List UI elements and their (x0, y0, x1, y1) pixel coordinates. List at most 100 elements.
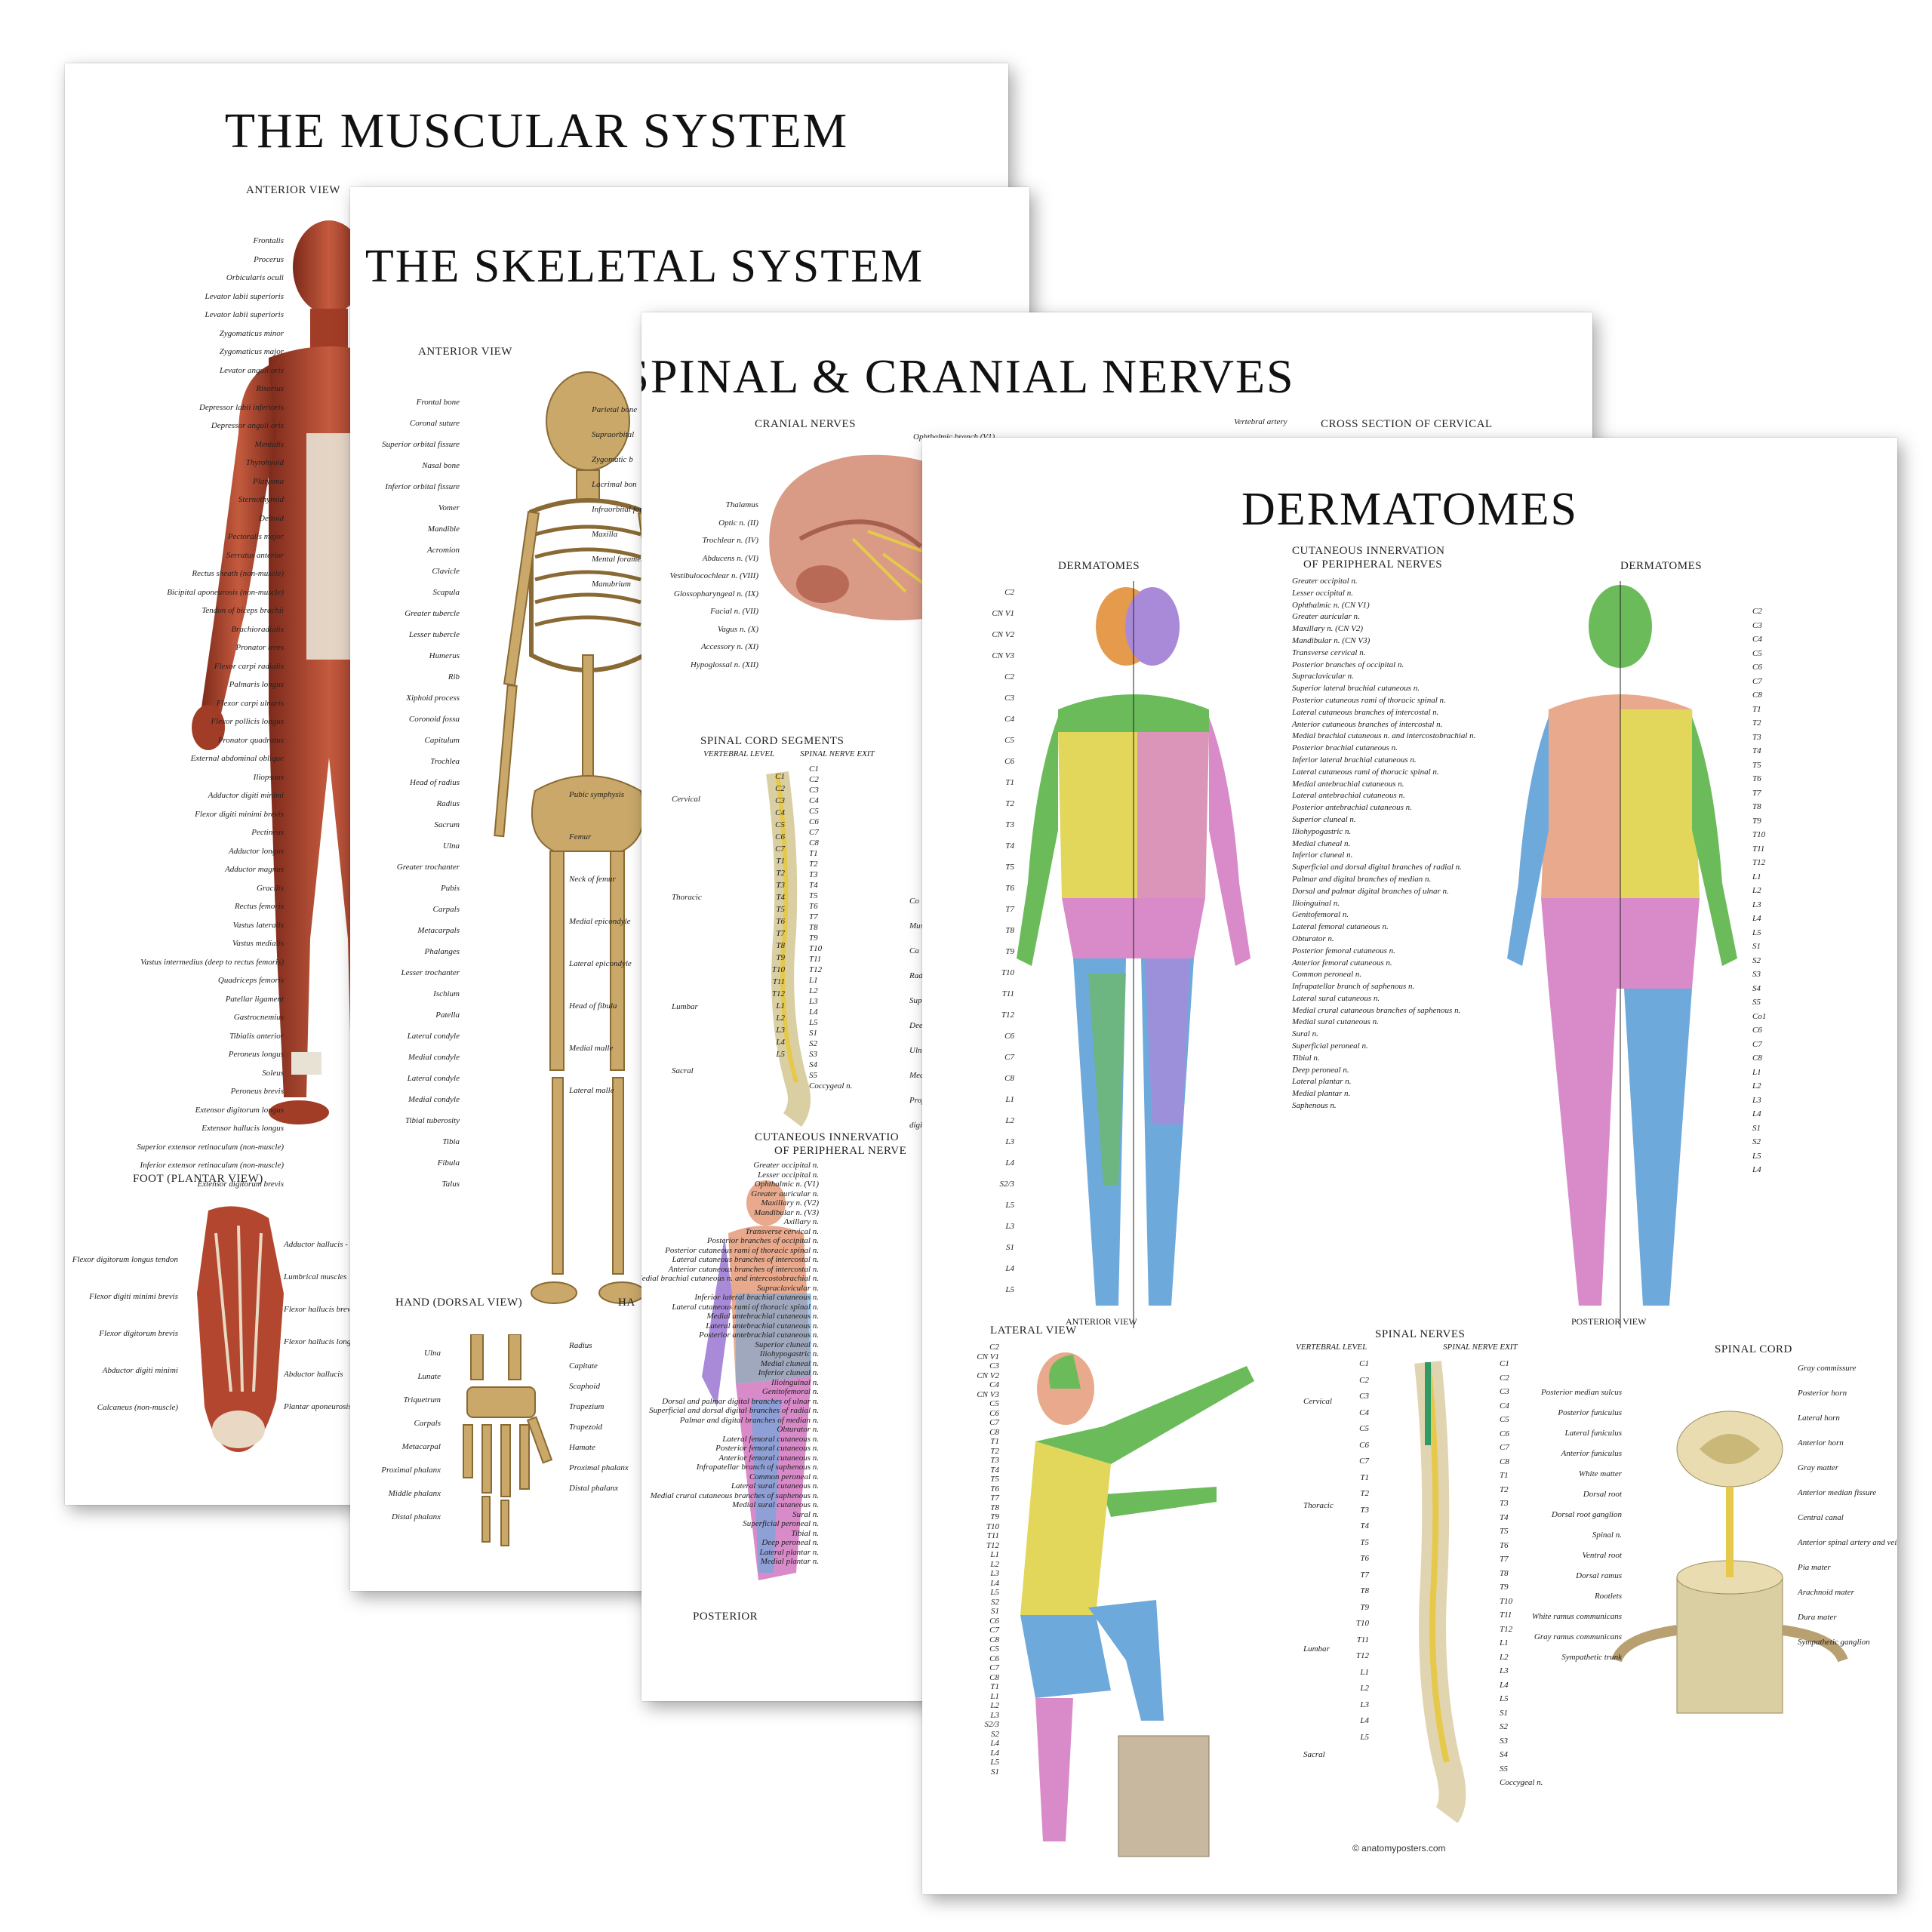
cutaneous-label: Anterior femoral cutaneous n. (1292, 958, 1392, 968)
dermatome-label: T6 (1005, 884, 1014, 893)
nerve-exit-label: S3 (1500, 1736, 1508, 1746)
bone-label: Metacarpals (417, 926, 460, 935)
dermatome-label: T9 (1752, 816, 1761, 826)
hand-bones-illustration (463, 1334, 553, 1546)
dermatome-label: S1 (1006, 1243, 1014, 1252)
cutaneous-label: Obturator n. (1292, 934, 1334, 943)
nerve-exit-label: S4 (1500, 1750, 1508, 1759)
vertebra-label: T7 (1360, 1570, 1369, 1580)
nerve-exit-label: L2 (1500, 1652, 1509, 1662)
bone-label: Head of radius (410, 778, 460, 787)
vertebra-label: C5 (1359, 1424, 1369, 1433)
dermatome-label: C6 (989, 1408, 999, 1418)
vertebra-label: T1 (1360, 1472, 1369, 1482)
cutaneous-label: Medial brachial cutaneous n. and interco… (641, 1274, 819, 1283)
dermatome-label: T9 (1005, 947, 1014, 956)
cutaneous-label: Posterior branches of occipital n. (1292, 660, 1404, 669)
spinal-cord-label: Dorsal ramus (1576, 1571, 1622, 1580)
dermatome-label: L1 (990, 1550, 999, 1559)
dermatome-label: C8 (989, 1427, 999, 1437)
poster-title: SPINAL & CRANIAL NERVES (641, 349, 1295, 403)
anterior-view-heading: ANTERIOR VIEW (246, 184, 340, 196)
hand-bone-label: Proximal phalanx (569, 1463, 629, 1472)
vertebra-label: T5 (1360, 1537, 1369, 1547)
muscle-label: Sternothyroid (238, 495, 284, 504)
posterior-label: POSTERIOR (693, 1611, 758, 1623)
vertebral-level-heading: VERTEBRAL LEVEL (1296, 1343, 1367, 1352)
nerve-exit-label: C2 (809, 775, 819, 784)
cutaneous-label: Saphenous n. (1292, 1101, 1337, 1111)
bone-label: Head of fibula (569, 1001, 617, 1011)
dermatome-label: L3 (990, 1569, 999, 1578)
muscle-label: Pronator teres (235, 643, 284, 652)
cranial-nerve-label: Thalamus (725, 500, 758, 509)
muscle-label: Adductor magnus (225, 865, 284, 874)
hand-bone-label: Trapezoid (569, 1423, 603, 1432)
dermatome-label: C7 (1752, 676, 1762, 686)
dermatome-label: T5 (990, 1475, 999, 1484)
dermatome-label: S2 (991, 1729, 999, 1739)
spinal-cord-label: Dorsal root ganglion (1551, 1510, 1622, 1519)
muscle-label: Gracilis (256, 883, 284, 893)
hand-bone-label: Trapezium (569, 1402, 605, 1411)
spinal-cord-label: Anterior median fissure (1798, 1488, 1877, 1497)
muscle-label: Thyrohyoid (245, 458, 284, 467)
hand-view-heading: HAND (DORSAL VIEW) (395, 1297, 523, 1309)
nerve-exit-label: C6 (1500, 1429, 1509, 1438)
dermatome-label: C7 (1752, 1039, 1762, 1049)
vertebra-label: L1 (776, 1001, 785, 1011)
cutaneous-label: Deep peroneal n. (761, 1538, 819, 1547)
muscle-label: Inferior extensor retinaculum (non-muscl… (140, 1161, 284, 1170)
bone-label: Zygomatic b (592, 455, 633, 464)
nerve-exit-label: C1 (809, 764, 819, 774)
vertebra-label: L2 (1360, 1684, 1369, 1693)
bone-label: Radius (436, 799, 460, 808)
muscle-label: Iliopsoas (253, 772, 284, 782)
nerve-exit-label: S5 (809, 1071, 817, 1080)
cutaneous-label: Ilioinguinal n. (1292, 898, 1340, 908)
dermatome-label: L4 (990, 1748, 999, 1758)
cranial-nerve-label: Accessory n. (XI) (700, 642, 758, 651)
nerve-label: Uln (909, 1046, 922, 1055)
dermatome-label: CN V2 (977, 1371, 999, 1380)
spinal-cord-label: Anterior funiculus (1561, 1449, 1622, 1458)
dermatome-label: T10 (986, 1521, 999, 1531)
cutaneous-heading-line1: CUTANEOUS INNERVATIO (755, 1131, 900, 1143)
muscle-label: Zygomaticus major (219, 347, 284, 356)
dermatome-label: L3 (990, 1710, 999, 1720)
dermatome-label: L2 (1005, 1116, 1014, 1125)
muscle-label: Pectineus (251, 828, 284, 837)
cranial-nerve-label: Facial n. (VII) (710, 607, 758, 616)
muscle-label: Mentalis (254, 439, 285, 449)
foot-label: Plantar aponeurosis (non-muscle) (284, 1402, 398, 1411)
spinal-cord-label: Posterior median sulcus (1541, 1388, 1622, 1397)
spinal-cord-label: Anterior spinal artery and vein (1798, 1538, 1897, 1547)
cranial-nerve-label: Vagus n. (X) (717, 624, 758, 634)
spine-region-label: Lumbar (672, 1002, 698, 1011)
bone-label: Vomer (438, 503, 460, 512)
bone-label: Talus (441, 1180, 460, 1189)
muscle-label: Vastus intermedius (deep to rectus femor… (140, 957, 284, 967)
muscle-label: Peroneus longus (228, 1050, 284, 1059)
muscle-label: Superior extensor retinaculum (non-muscl… (137, 1142, 284, 1152)
cutaneous-label: Mandibular n. (CN V3) (1292, 635, 1371, 645)
cutaneous-label: Greater auricular n. (1292, 612, 1360, 622)
dermatome-label: L3 (1752, 900, 1761, 909)
spinal-nerve-exit-heading: SPINAL NERVE EXIT (1443, 1343, 1518, 1352)
cutaneous-label: Ophthalmic n. (CN V1) (1292, 600, 1370, 610)
dermatome-label: T10 (1752, 830, 1766, 839)
dermatome-label: T4 (990, 1465, 999, 1475)
dermatome-label: C6 (989, 1616, 999, 1626)
dermatome-label: C8 (1004, 1074, 1014, 1083)
nerve-exit-label: T10 (809, 944, 823, 953)
nerve-exit-label: S5 (1500, 1764, 1508, 1774)
muscle-label: Flexor carpi radialis (214, 661, 284, 671)
cutaneous-label: Ophthalmic n. (V1) (754, 1180, 819, 1189)
muscle-label: Vastus lateralis (232, 920, 284, 930)
bone-label: Frontal bone (416, 398, 460, 407)
cutaneous-label: Common peroneal n. (749, 1472, 819, 1481)
